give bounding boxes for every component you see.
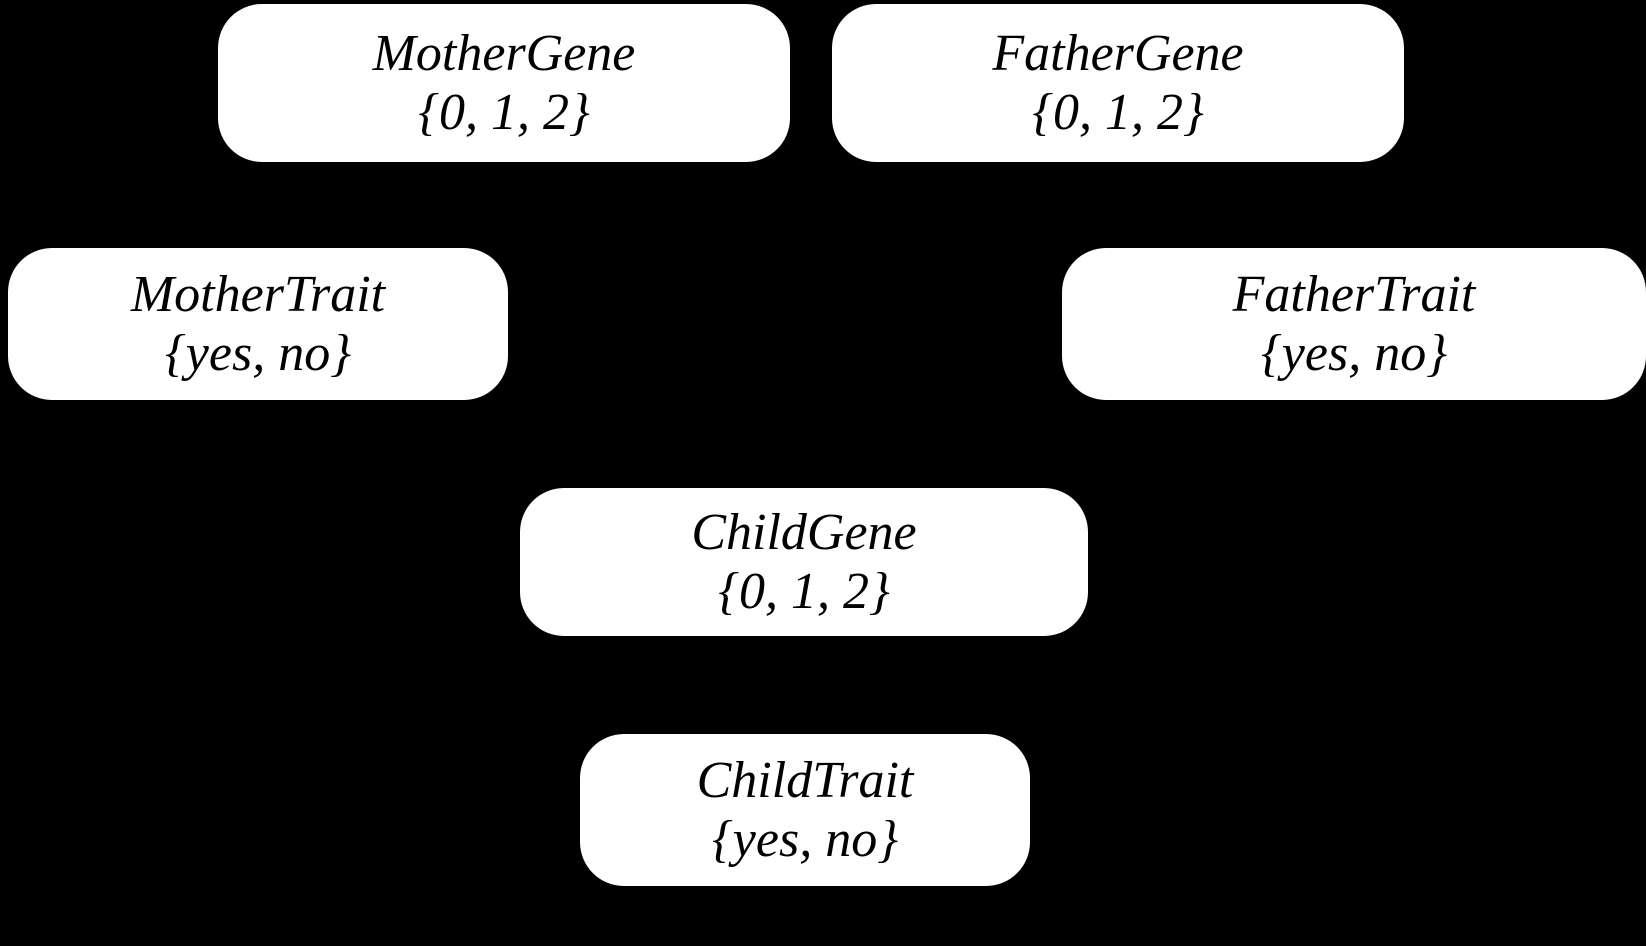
node-father-gene-domain: {0, 1, 2} <box>1032 84 1204 141</box>
node-mother-gene-label: MotherGene <box>372 24 636 82</box>
node-child-trait-label: ChildTrait <box>696 751 914 809</box>
node-father-gene-label: FatherGene <box>992 24 1244 82</box>
node-mother-trait-label: MotherTrait <box>130 265 386 323</box>
node-father-gene[interactable]: FatherGene {0, 1, 2} <box>832 4 1404 162</box>
node-mother-trait-domain: {yes, no} <box>165 325 351 382</box>
node-mother-gene[interactable]: MotherGene {0, 1, 2} <box>218 4 790 162</box>
node-mother-trait[interactable]: MotherTrait {yes, no} <box>8 248 508 400</box>
node-child-gene-label: ChildGene <box>691 503 917 561</box>
node-father-trait[interactable]: FatherTrait {yes, no} <box>1062 248 1646 400</box>
node-child-trait[interactable]: ChildTrait {yes, no} <box>580 734 1030 886</box>
node-child-gene[interactable]: ChildGene {0, 1, 2} <box>520 488 1088 636</box>
node-father-trait-label: FatherTrait <box>1232 265 1476 323</box>
node-father-trait-domain: {yes, no} <box>1261 325 1447 382</box>
node-child-trait-domain: {yes, no} <box>712 811 898 868</box>
node-mother-gene-domain: {0, 1, 2} <box>418 84 590 141</box>
node-child-gene-domain: {0, 1, 2} <box>718 563 890 620</box>
